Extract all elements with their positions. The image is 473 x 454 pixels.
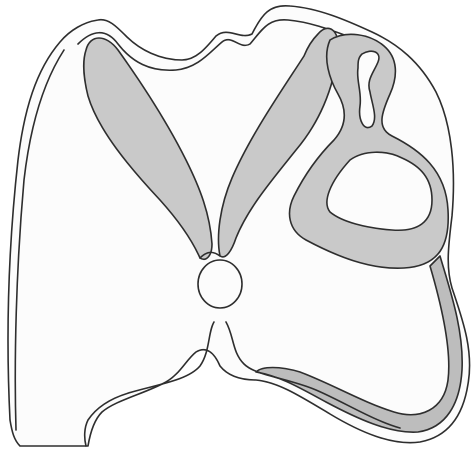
central-canal: [198, 260, 242, 308]
